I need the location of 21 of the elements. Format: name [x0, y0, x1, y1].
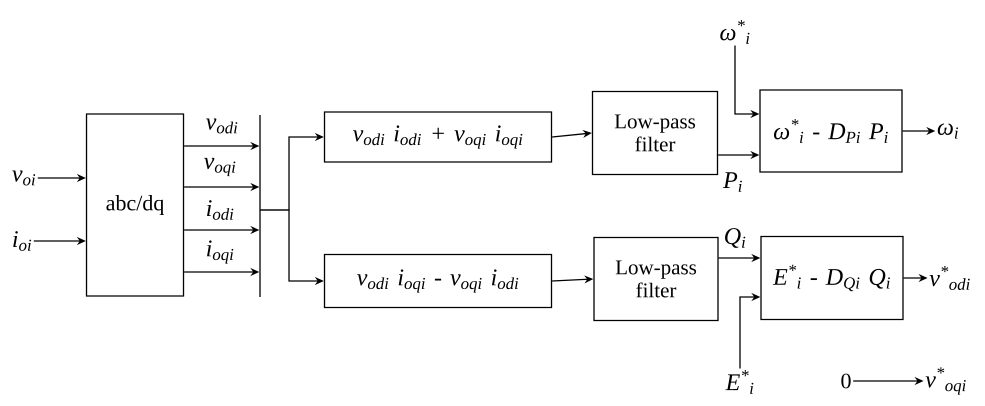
signal-label: v$^{*}$odi — [930, 266, 970, 290]
transform-block: abc/dq — [86, 113, 184, 297]
power-calculation-block: v$_{odi}$ i$_{odi}$ + v$_{oqi}$ i$_{oqi}$ — [324, 111, 552, 163]
signal-label: v$^{*}$oqi — [926, 367, 966, 395]
edge-label: Q$_{i}$ — [722, 227, 748, 249]
edge-label: v$_{oqi}$ — [202, 156, 238, 178]
droop-block: ω$^{*}$$_{i}$ - D$_{Pi}$ P$_{i}$ — [759, 89, 903, 173]
signal-label: v$_{oi}$ — [12, 170, 36, 186]
power-calculation-block: v$_{odi}$ i$_{oqi}$ - v$_{oqi}$ i$_{odi}$ — [324, 254, 552, 308]
edge-label: i$_{odi}$ — [204, 199, 236, 221]
signal-label: ω$_{i}$ — [938, 124, 958, 138]
low-pass-filter-block: Low-pass filter — [592, 90, 718, 176]
signal-label: 0 — [841, 374, 851, 388]
edge-label: P$_{i}$ — [722, 171, 744, 193]
droop-block: E$^{*}$$_{i}$ - D$_{Qi}$ Q$_{i}$ — [760, 236, 904, 320]
signal-label: E$^{*}$i — [725, 370, 754, 394]
edge-label: i$_{oqi}$ — [204, 239, 236, 265]
low-pass-filter-block: Low-pass filter — [593, 236, 719, 322]
signal-label: i$_{oi}$ — [13, 231, 32, 251]
edge-label: v$_{odi}$ — [204, 118, 240, 134]
signal-label: ω$^{*}$i — [720, 20, 750, 44]
